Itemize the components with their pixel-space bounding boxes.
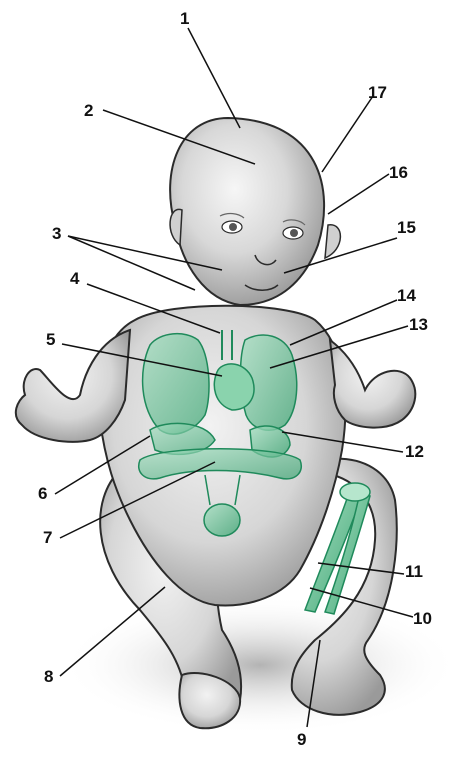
callout-label-11: 11 <box>405 562 423 581</box>
leader-line-1 <box>188 28 240 128</box>
callout-label-8: 8 <box>44 667 53 686</box>
callout-label-17: 17 <box>368 83 387 102</box>
leader-line-3-2 <box>68 236 195 290</box>
callout-label-16: 16 <box>389 163 408 182</box>
leader-line-16 <box>328 174 389 214</box>
callout-label-12: 12 <box>405 442 424 461</box>
callout-label-13: 13 <box>409 315 428 334</box>
callout-label-15: 15 <box>397 218 416 237</box>
callout-label-6: 6 <box>38 484 47 503</box>
head <box>170 118 324 305</box>
callout-label-4: 4 <box>70 269 80 288</box>
callout-label-2: 2 <box>84 101 93 120</box>
callout-label-5: 5 <box>46 330 55 349</box>
callout-label-3: 3 <box>52 224 61 243</box>
callout-label-1: 1 <box>180 9 189 28</box>
right-ear <box>325 225 340 258</box>
callout-label-9: 9 <box>297 730 306 749</box>
callout-label-14: 14 <box>397 286 416 305</box>
callout-label-10: 10 <box>413 609 432 628</box>
callout-label-7: 7 <box>43 528 52 547</box>
right-arm <box>330 340 415 428</box>
left-ear <box>170 209 182 245</box>
ground-shadow <box>60 595 454 735</box>
leader-line-17 <box>322 96 373 172</box>
